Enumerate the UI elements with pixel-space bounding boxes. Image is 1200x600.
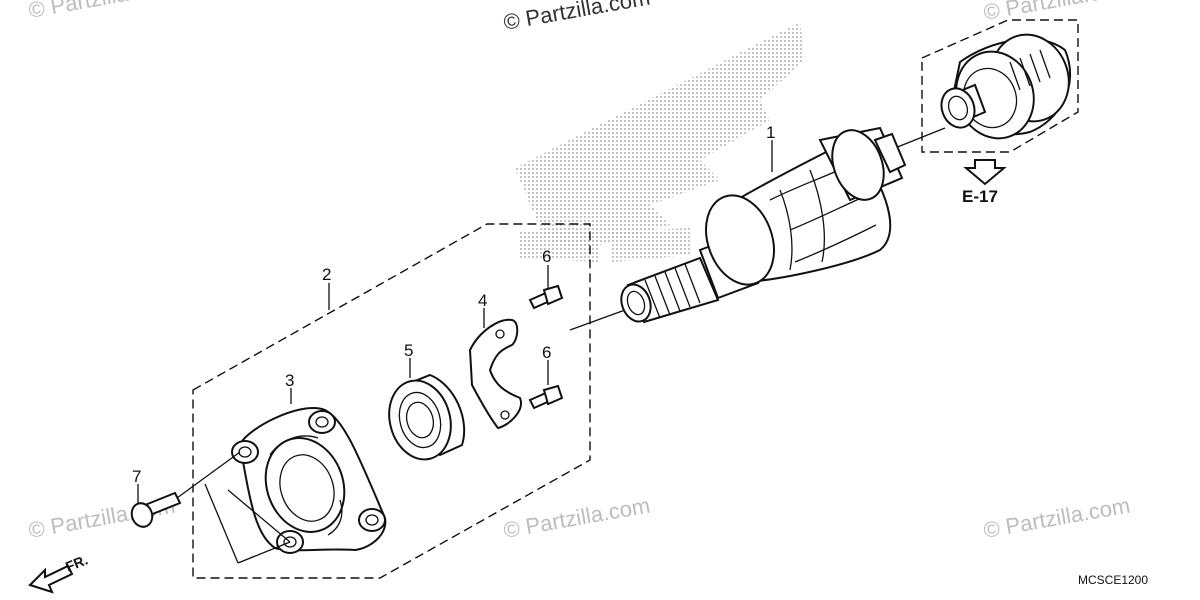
housing-part-3 <box>231 407 387 554</box>
callout-part-3[interactable]: 3 <box>285 371 294 390</box>
callout-part-6-upper[interactable]: 6 <box>542 247 551 266</box>
watermark: © Partzilla.com <box>502 493 652 543</box>
watermark: © Partzilla.com <box>27 493 177 543</box>
bolt-part-6-upper <box>528 284 564 310</box>
shaft-part-1 <box>620 126 907 324</box>
e17-gear-assembly <box>940 33 1071 140</box>
reference-box-e17 <box>921 19 1079 153</box>
callout-part-5[interactable]: 5 <box>404 341 413 360</box>
assembly-box-part-2 <box>192 223 591 579</box>
front-direction-arrow: FR. <box>28 551 90 594</box>
callout-part-2[interactable]: 2 <box>322 265 331 284</box>
bracket-part-4 <box>468 318 522 430</box>
reference-arrow-icon <box>963 159 1007 186</box>
watermark: © Partzilla.com <box>27 0 177 23</box>
callout-part-6-lower[interactable]: 6 <box>542 343 551 362</box>
diagram-code: MCSCE1200 <box>1078 573 1148 587</box>
callout-part-7[interactable]: 7 <box>132 467 141 486</box>
bolt-part-6-lower <box>528 384 564 410</box>
front-direction-label: FR. <box>63 551 90 574</box>
bearing-part-5 <box>388 373 466 461</box>
watermark: © Partzilla.com <box>502 0 652 35</box>
wing-emblem-watermark <box>515 22 805 262</box>
reference-label-e17[interactable]: E-17 <box>962 187 998 206</box>
watermark: © Partzilla.com <box>982 493 1132 543</box>
callout-part-1[interactable]: 1 <box>766 123 775 142</box>
callout-part-4[interactable]: 4 <box>478 291 487 310</box>
